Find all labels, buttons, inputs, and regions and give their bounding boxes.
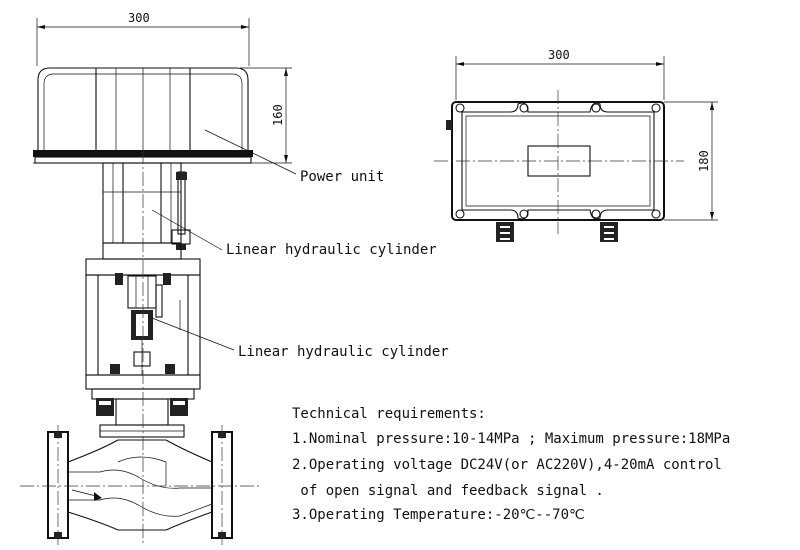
callout-upper-cylinder: Linear hydraulic cylinder	[226, 242, 437, 258]
valve-bonnet	[91, 388, 195, 438]
power-unit-housing	[33, 67, 253, 164]
tech-line-1: 1.Nominal pressure:10-14MPa ; Maximum pr…	[292, 431, 730, 447]
top-width-label: 300	[548, 48, 570, 62]
technical-requirements: Technical requirements: 1.Nominal pressu…	[292, 406, 730, 523]
callout-leaders	[151, 129, 297, 351]
top-height-label: 180	[697, 150, 711, 172]
top-width-dimension: 300	[455, 48, 665, 100]
tech-line-2: 2.Operating voltage DC24V(or AC220V),4-2…	[292, 457, 722, 473]
front-width-label: 300	[128, 11, 150, 25]
tech-title: Technical requirements:	[292, 406, 486, 422]
callout-lower-cylinder: Linear hydraulic cylinder	[238, 344, 449, 360]
front-height-dimension: 160	[240, 67, 292, 164]
top-view-housing	[434, 90, 684, 242]
front-height-label: 160	[271, 104, 285, 126]
tech-line-4: 3.Operating Temperature:-20℃--70℃	[292, 507, 585, 523]
valve-body	[20, 150, 262, 545]
tech-line-3: of open signal and feedback signal .	[292, 483, 604, 499]
callout-power-unit: Power unit	[300, 169, 384, 185]
valve-yoke-frame	[85, 258, 201, 390]
top-height-dimension: 180	[664, 101, 718, 221]
front-width-dimension: 300	[36, 11, 250, 66]
